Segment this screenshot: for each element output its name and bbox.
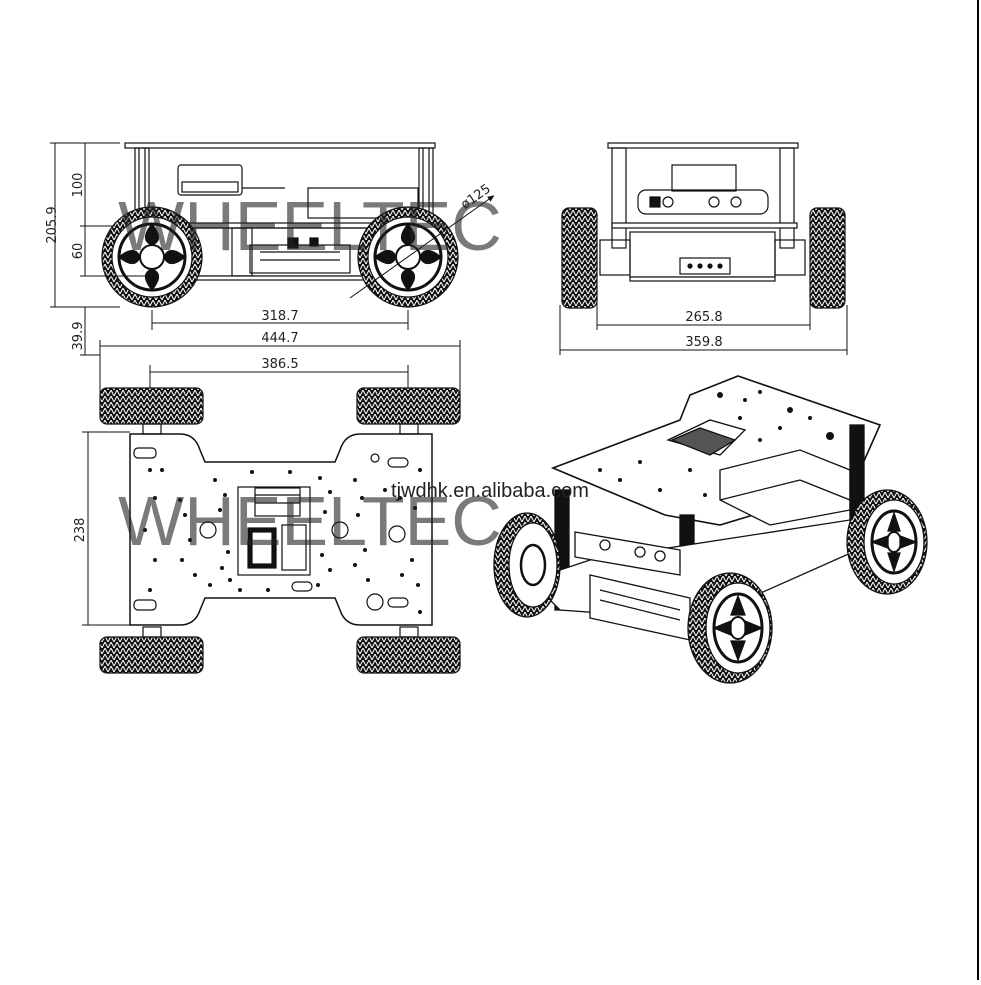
wheel-diameter-leader — [349, 195, 495, 299]
top-driver-board — [281, 524, 307, 571]
side-lidar — [177, 164, 243, 196]
top-chassis-plate — [129, 433, 433, 626]
dim-track-inner: 265.8 — [685, 310, 722, 325]
front-top-plate — [607, 142, 799, 149]
isometric-view — [493, 375, 928, 684]
iso-plate-holes — [598, 390, 834, 497]
watermark-brand-top: WHEELTEC — [118, 187, 502, 265]
top-lidar — [254, 487, 301, 517]
watermark-brand-bottom: WHEELTEC — [118, 482, 502, 560]
front-dimension-lines — [559, 290, 848, 355]
front-chassis — [629, 231, 776, 278]
top-wheel-rear-left — [99, 636, 204, 674]
front-camera — [637, 189, 769, 215]
front-lidar — [671, 164, 737, 192]
dim-ground-clearance: 39.9 — [71, 322, 86, 351]
front-wheel-right — [809, 207, 846, 309]
dim-height-upper: 100 — [71, 173, 86, 198]
iso-wheel-front-left — [493, 512, 561, 618]
dim-track-outer: 359.8 — [685, 335, 722, 350]
watermark-site: tjwdhk.en.alibaba.com — [391, 480, 589, 502]
front-wheel-left — [561, 207, 598, 309]
dim-length-overall: 444.7 — [261, 331, 298, 346]
top-controller-board — [237, 486, 311, 576]
top-wheel-front-right — [356, 387, 461, 425]
front-view — [561, 142, 846, 309]
dim-wheel-span: 386.5 — [261, 357, 298, 372]
side-electronics — [249, 244, 351, 274]
dim-height-total: 205.9 — [45, 206, 60, 243]
iso-wheel-front-right — [687, 572, 773, 684]
watermark: WHEELTEC WHEELTEC tjwdhk.en.alibaba.com — [118, 187, 589, 560]
top-wheel-front-left — [99, 387, 204, 425]
top-mounting-holes — [143, 468, 422, 614]
iso-wheel-rear-right — [846, 489, 928, 595]
side-view — [101, 142, 495, 308]
side-wheel-left — [101, 206, 203, 308]
dim-width-chassis: 238 — [73, 518, 88, 543]
dim-height-lower: 60 — [71, 243, 86, 260]
top-wheel-rear-right — [356, 636, 461, 674]
top-view — [99, 387, 461, 674]
dim-wheelbase: 318.7 — [261, 309, 298, 324]
side-camera-box — [307, 187, 419, 219]
front-connector — [679, 257, 731, 275]
front-standoff-left — [611, 147, 627, 249]
front-standoff-right — [779, 147, 795, 249]
side-lidar-base — [181, 181, 239, 193]
front-middle-plate — [611, 222, 798, 229]
side-top-plate — [124, 142, 436, 149]
side-dimension-lines — [50, 142, 409, 356]
